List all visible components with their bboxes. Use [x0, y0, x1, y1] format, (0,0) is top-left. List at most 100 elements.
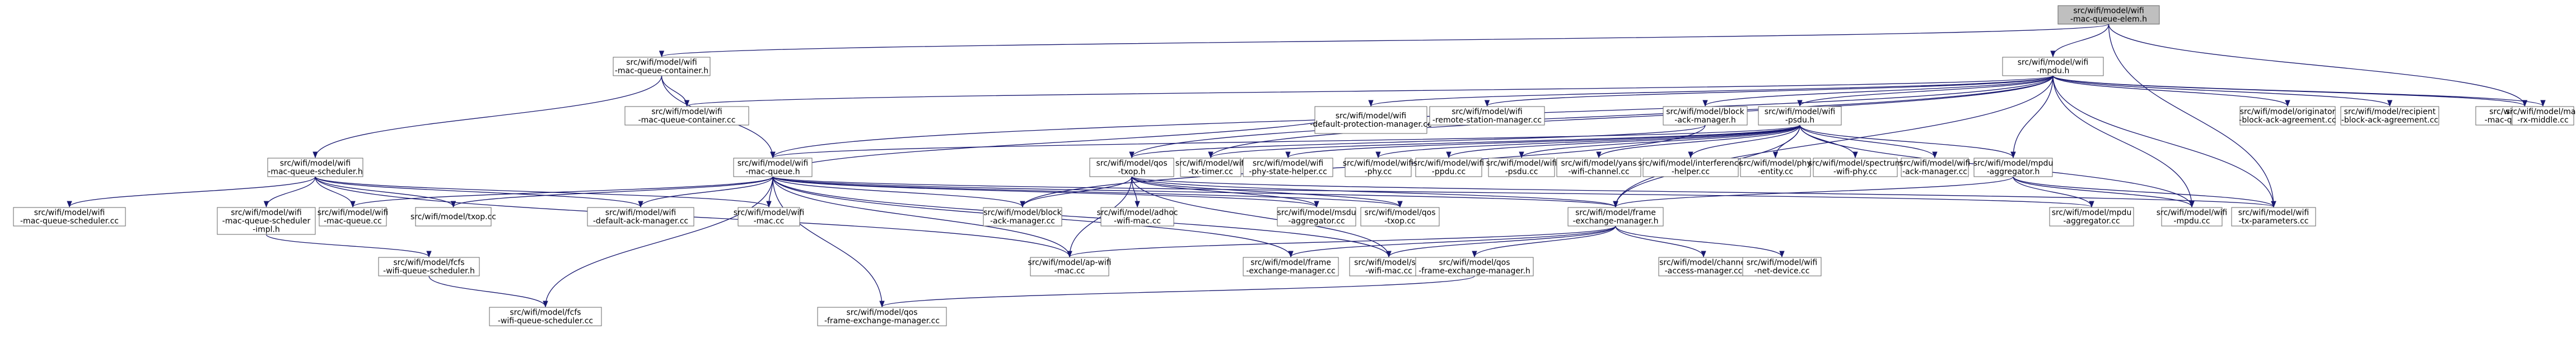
edge-n2-n6 — [1485, 75, 2054, 107]
node-label: src/wifi/model/frame — [1250, 259, 1331, 267]
edge-n13-n48 — [772, 176, 885, 308]
graph-node[interactable]: src/wifi/model/wifi-remote-station-manag… — [1429, 106, 1545, 126]
edge-n0-n1 — [659, 24, 2110, 58]
graph-node[interactable]: src/wifi/model/wifi-ppdu.cc — [1413, 158, 1485, 177]
graph-node[interactable]: src/wifi/model/wifi-mpdu.cc — [2157, 207, 2228, 227]
edge-n13-n30 — [638, 176, 773, 208]
graph-node[interactable]: src/wifi/model/fcfs-wifi-queue-scheduler… — [378, 257, 480, 276]
graph-node[interactable]: src/wifi/model/sta-wifi-mac.cc — [1349, 257, 1429, 276]
graph-node[interactable]: src/wifi/model/wifi-mac-queue-elem.h — [2057, 5, 2160, 25]
node-box — [2002, 57, 2104, 76]
graph-node[interactable]: src/wifi/model/wifi-phy-state-helper.cc — [1243, 158, 1333, 177]
node-label: -mac-queue-elem.h — [2070, 15, 2147, 24]
node-box — [2161, 207, 2223, 227]
node-label: -txop.h — [1118, 168, 1145, 177]
graph-node[interactable]: src/wifi/model/recipient-block-ack-agree… — [2340, 106, 2439, 126]
graph-node[interactable]: src/wifi/model/wifi-net-device.cc — [1742, 257, 1822, 276]
node-label: src/wifi/model/yans — [1561, 159, 1636, 168]
node-label: -block-ack-agreement.cc — [2239, 116, 2336, 125]
graph-node[interactable]: src/wifi/model/wifi-mac-queue-scheduler.… — [267, 158, 363, 177]
graph-node[interactable]: src/wifi/model/txop.cc — [410, 207, 496, 227]
node-label: src/wifi/model/wifi — [734, 209, 805, 218]
graph-node[interactable]: src/wifi/model/wifi-tx-timer.cc — [1175, 158, 1247, 177]
graph-node[interactable]: src/wifi/model/wifi-mac-queue-container.… — [624, 106, 749, 126]
edge-n8-n18 — [1446, 124, 1800, 159]
node-label: src/wifi/model/mac — [2506, 108, 2576, 117]
graph-node[interactable]: src/wifi/model/wifi-mac-queue-container.… — [613, 57, 711, 76]
graph-node[interactable]: src/wifi/model/yans-wifi-channel.cc — [1556, 158, 1641, 177]
node-box — [378, 257, 480, 276]
node-label: src/wifi/model/wifi — [1343, 159, 1414, 168]
node-label: src/wifi/model/qos — [1439, 259, 1510, 267]
node-label: src/wifi/model/wifi — [2238, 209, 2309, 218]
edge-n13-n34 — [772, 176, 1319, 208]
node-box — [587, 207, 694, 227]
node-label: -access-manager.cc — [1665, 267, 1743, 276]
graph-node[interactable]: src/wifi/model/wifi-psdu.h — [1758, 106, 1842, 126]
graph-node[interactable]: src/wifi/model/wifi-default-ack-manager.… — [587, 207, 694, 227]
node-label: src/wifi/model/wifi — [605, 209, 676, 218]
graph-node[interactable]: src/wifi/model/fcfs-wifi-queue-scheduler… — [489, 307, 602, 326]
graph-node[interactable]: src/wifi/model/qos-txop.h — [1089, 158, 1174, 177]
graph-node[interactable]: src/wifi/model/wifi-mac-queue.h — [733, 158, 813, 177]
graph-node[interactable]: src/wifi/model/interference-helper.cc — [1638, 158, 1743, 177]
node-label: src/wifi/model/qos — [1364, 209, 1435, 218]
node-label: src/wifi/model/mpdu — [2052, 209, 2132, 218]
node-box — [1973, 158, 2053, 177]
graph-node[interactable]: src/wifi/model/wifi-mac-queue.cc — [318, 207, 389, 227]
graph-node[interactable]: src/wifi/model/wifi-psdu.cc — [1486, 158, 1557, 177]
edge-n2-n36 — [1613, 75, 2054, 208]
graph-node[interactable]: src/wifi/model/channel-access-manager.cc — [1658, 257, 1749, 276]
graph-node[interactable]: src/wifi/model/block-ack-manager.h — [1663, 106, 1748, 126]
graph-node[interactable]: src/wifi/model/wifi-mac-queue-scheduler-… — [217, 207, 316, 235]
graph-node[interactable]: src/wifi/model/wifi-phy.cc — [1343, 158, 1414, 177]
graph-node[interactable]: src/wifi/model/mac-rx-middle.cc — [2506, 106, 2576, 126]
graph-node[interactable]: src/wifi/model/originator-block-ack-agre… — [2239, 106, 2336, 126]
edge-n8-n17 — [1375, 124, 1800, 159]
graph-node[interactable]: src/wifi/model/wifi-mpdu.h — [2002, 57, 2104, 76]
node-label: -net-device.cc — [1754, 267, 1810, 276]
graph-node[interactable]: src/wifi/model/phy-entity.cc — [1739, 158, 1812, 177]
node-label: src/wifi/model/fcfs — [393, 259, 464, 267]
edge-n13-n41 — [772, 176, 1072, 258]
edge-n12-n31 — [315, 176, 772, 208]
edge-n13-n35 — [772, 176, 1403, 208]
edge-n8-n21 — [1688, 124, 1800, 159]
graph-node[interactable]: src/wifi/model/wifi-default-protection-m… — [1310, 106, 1432, 134]
graph-node[interactable]: src/wifi/model/spectrum-wifi-phy.cc — [1808, 158, 1903, 177]
graph-node[interactable]: src/wifi/model/ap-wifi-mac.cc — [1028, 257, 1112, 276]
node-label: -mac-queue-scheduler.h — [268, 168, 362, 177]
node-label: src/wifi/model/wifi — [280, 159, 351, 168]
edge-n2-n11 — [2052, 75, 2392, 107]
graph-node[interactable]: src/wifi/model/frame-exchange-manager.cc — [1243, 257, 1339, 276]
graph-node[interactable]: src/wifi/model/qos-frame-exchange-manage… — [1415, 257, 1534, 276]
node-box — [489, 307, 602, 326]
node-box — [1642, 158, 1739, 177]
node-box — [1314, 106, 1427, 134]
graph-node[interactable]: src/wifi/model/wifi-tx-parameters.cc — [2231, 207, 2316, 227]
node-label: -mac-queue-scheduler — [222, 217, 311, 226]
graph-node[interactable]: src/wifi/model/qos-frame-exchange-manage… — [817, 307, 947, 326]
graph-node[interactable]: src/wifi/model/wifi-mac.cc — [734, 207, 805, 227]
graph-node[interactable]: src/wifi/model/qos-txop.cc — [1360, 207, 1440, 227]
graph-node[interactable]: src/wifi/model/block-ack-manager.cc — [983, 207, 1062, 227]
node-label: -mac-queue.cc — [324, 217, 382, 226]
edge-n36-n43 — [1386, 225, 1616, 258]
graph-node[interactable]: src/wifi/model/mpdu-aggregator.cc — [2049, 207, 2134, 227]
edge-n14-n35 — [1131, 176, 1403, 208]
graph-node[interactable]: src/wifi/model/msdu-aggregator.cc — [1277, 207, 1356, 227]
graph-node[interactable]: src/wifi/model/adhoc-wifi-mac.cc — [1097, 207, 1178, 227]
node-label: -ppdu.cc — [1432, 168, 1466, 177]
graph-node[interactable]: src/wifi/model/mpdu-aggregator.h — [1973, 158, 2054, 177]
graph-node[interactable]: src/wifi/model/frame-exchange-manager.h — [1567, 207, 1664, 227]
node-label: -mac-queue-container.h — [615, 67, 708, 76]
edge-n12-n27 — [263, 176, 316, 208]
graph-node[interactable]: src/wifi/model/wifi-mac-queue-scheduler.… — [13, 207, 126, 227]
node-label: src/wifi/model/frame — [1575, 209, 1656, 218]
edge-n12-n28 — [315, 176, 356, 208]
edge-n14-n32 — [1020, 176, 1132, 208]
graph-node[interactable]: src/wifi/model/wifi-ack-manager.cc — [1900, 158, 1971, 177]
node-label: src/wifi/model/qos — [1096, 159, 1167, 168]
node-label: -ack-manager.h — [1674, 116, 1735, 125]
